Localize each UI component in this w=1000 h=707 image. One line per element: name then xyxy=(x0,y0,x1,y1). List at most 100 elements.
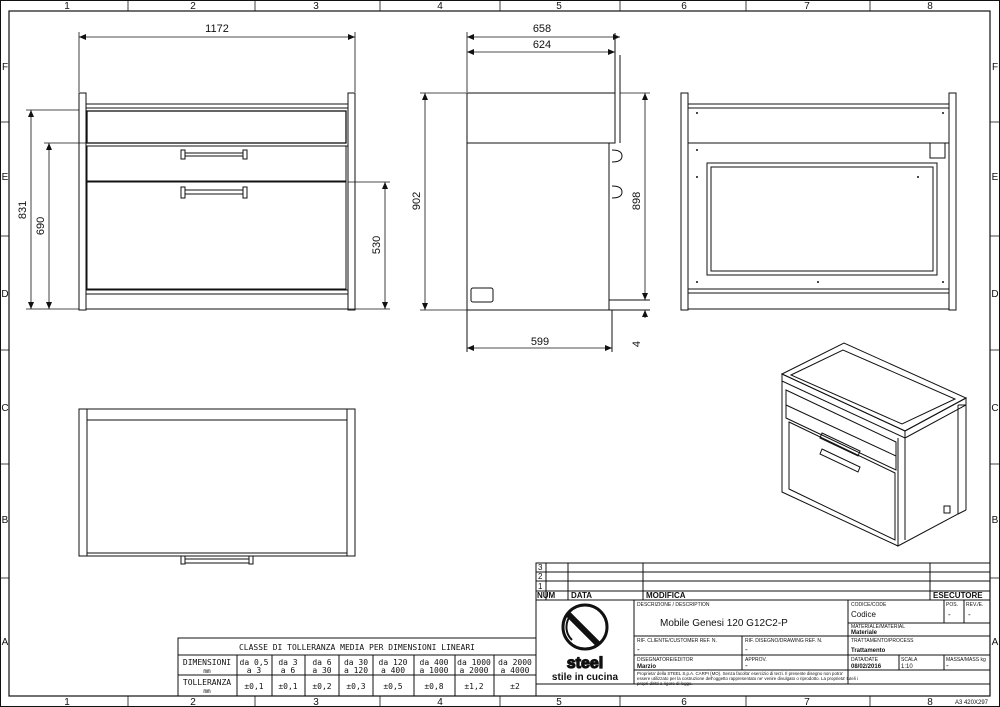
row-label: A xyxy=(992,637,999,648)
tolerance-table xyxy=(177,637,537,697)
front-dimension-lines xyxy=(26,32,390,310)
range-bottom: a 120 xyxy=(344,666,368,675)
disclaimer-line-3: propri diritti a rigore di legge. xyxy=(637,681,693,686)
disclaimer-line-2: essere utilizzato per la costruzione del… xyxy=(637,676,858,681)
range-bottom: a 6 xyxy=(281,666,296,675)
col-label: 5 xyxy=(556,1,562,12)
range-top: da 400 xyxy=(420,658,449,667)
desc-value: Mobile Genesi 120 G12C2-P xyxy=(660,618,788,629)
mass-label: MASSA/MASS kg xyxy=(946,657,986,663)
front-door-height-label: 530 xyxy=(371,236,383,254)
revision-table xyxy=(535,562,991,601)
row-label: C xyxy=(1,403,8,414)
col-label: 8 xyxy=(927,697,933,707)
rev-row-3: 3 xyxy=(538,563,543,572)
date-label: DATA/DATE xyxy=(851,657,879,663)
range-bottom: a 4000 xyxy=(501,666,530,675)
front-width-label: 1172 xyxy=(205,23,229,35)
disclaimer: Proprieta' della STEEL S.p.A. CARPI (MO)… xyxy=(637,671,858,686)
range-top: da 120 xyxy=(379,658,408,667)
side-view xyxy=(466,33,650,352)
side-bottom-width-label: 599 xyxy=(531,336,549,348)
range-top: da 2000 xyxy=(498,658,532,667)
side-right-height-label: 898 xyxy=(631,192,643,210)
row-label: D xyxy=(1,289,8,300)
tolerance-value: ±0,5 xyxy=(383,682,402,691)
rev-row-1: 1 xyxy=(538,582,543,591)
scale-label: SCALA xyxy=(901,657,918,663)
tolerance-value: ±0,8 xyxy=(424,682,443,691)
row-label: E xyxy=(2,172,9,183)
side-outer-width-label: 658 xyxy=(533,23,551,35)
range-top: da 1000 xyxy=(457,658,491,667)
col-label: 5 xyxy=(556,697,562,707)
range-top: da 6 xyxy=(312,658,331,667)
col-label: 7 xyxy=(804,1,810,12)
rev-value: - xyxy=(968,610,971,619)
range-top: da 30 xyxy=(344,658,368,667)
col-label: 3 xyxy=(313,1,319,12)
row-label: F xyxy=(2,62,8,73)
col-label: 2 xyxy=(190,1,196,12)
col-label: 8 xyxy=(927,1,933,12)
side-dimension-lines xyxy=(420,32,650,351)
col-label: 7 xyxy=(804,697,810,707)
row-label: B xyxy=(2,515,9,526)
mass-value: - xyxy=(946,661,949,670)
range-bottom: a 400 xyxy=(381,666,405,675)
disegno-label: RIF. DISEGNO/DRAWING REF. N. xyxy=(745,638,822,644)
tolerance-title: CLASSE DI TOLLERANZA MEDIA PER DIMENSION… xyxy=(239,643,475,652)
row-label: C xyxy=(991,403,998,414)
range-bottom: a 3 xyxy=(247,666,262,675)
tolerance-value: ±0,2 xyxy=(312,682,331,691)
cliente-value: - xyxy=(637,645,640,654)
side-gap-label: 4 xyxy=(631,341,643,347)
title-block-labels: DESCRIZIONE / DESCRIPTION CODICE/CODE PO… xyxy=(637,602,986,663)
rev-mod-header: MODIFICA xyxy=(646,591,686,600)
logo-tagline: stile in cucina xyxy=(552,672,619,683)
col-label: 3 xyxy=(313,697,319,707)
front-door-handle xyxy=(180,186,248,199)
code-value: Codice xyxy=(851,610,876,619)
side-inner-width-label: 624 xyxy=(533,39,551,51)
range-bottom: a 30 xyxy=(312,666,331,675)
row-labels-right: F E D C B A xyxy=(991,62,998,648)
front-mid-height-label: 690 xyxy=(35,217,47,235)
col-label: 6 xyxy=(681,1,687,12)
row-label: E xyxy=(992,172,999,183)
designer-value: Marzio xyxy=(637,664,656,670)
disclaimer-line-1: Proprieta' della STEEL S.p.A. CARPI (MO)… xyxy=(637,671,843,676)
column-labels-bottom: 1 2 3 4 5 6 7 8 xyxy=(64,697,933,707)
rear-view xyxy=(680,92,957,311)
pos-value: - xyxy=(948,610,951,619)
cliente-label: RIF. CLIENTE/CUSTOMER REF. N. xyxy=(637,638,717,644)
rev-row-2: 2 xyxy=(538,572,543,581)
front-view xyxy=(78,92,356,311)
revision-labels: 3 2 1 NUM DATA MODIFICA ESECUTORE xyxy=(537,563,983,600)
rev-exec-header: ESECUTORE xyxy=(933,591,983,600)
range-bottom: a 1000 xyxy=(420,666,449,675)
designer-label: DISEGNATORE/EDITOR xyxy=(637,657,694,663)
row-label: B xyxy=(992,515,999,526)
rev-num-header: NUM xyxy=(537,591,556,600)
range-top: da 3 xyxy=(278,658,297,667)
col-label: 6 xyxy=(681,697,687,707)
front-total-height-label: 831 xyxy=(17,201,29,219)
tolerance-value: ±0,3 xyxy=(346,682,365,691)
tol-label: TOLLERANZA xyxy=(183,678,231,687)
tol-unit: mm xyxy=(203,688,211,695)
treatment-label: TRATTAMENTO/PROCESS xyxy=(851,638,914,644)
top-view xyxy=(78,408,356,565)
row-label: F xyxy=(992,62,998,73)
row-label: D xyxy=(991,289,998,300)
side-left-height-label: 902 xyxy=(411,192,423,210)
tolerance-value: ±2 xyxy=(510,682,520,691)
code-label: CODICE/CODE xyxy=(851,602,887,608)
col-label: 4 xyxy=(437,697,443,707)
tolerance-labels: CLASSE DI TOLLERANZA MEDIA PER DIMENSION… xyxy=(183,643,532,695)
tolerance-value: ±0,1 xyxy=(278,682,297,691)
row-labels-left: F E D C B A xyxy=(1,62,8,648)
approv-label: APPROV. xyxy=(745,657,767,663)
